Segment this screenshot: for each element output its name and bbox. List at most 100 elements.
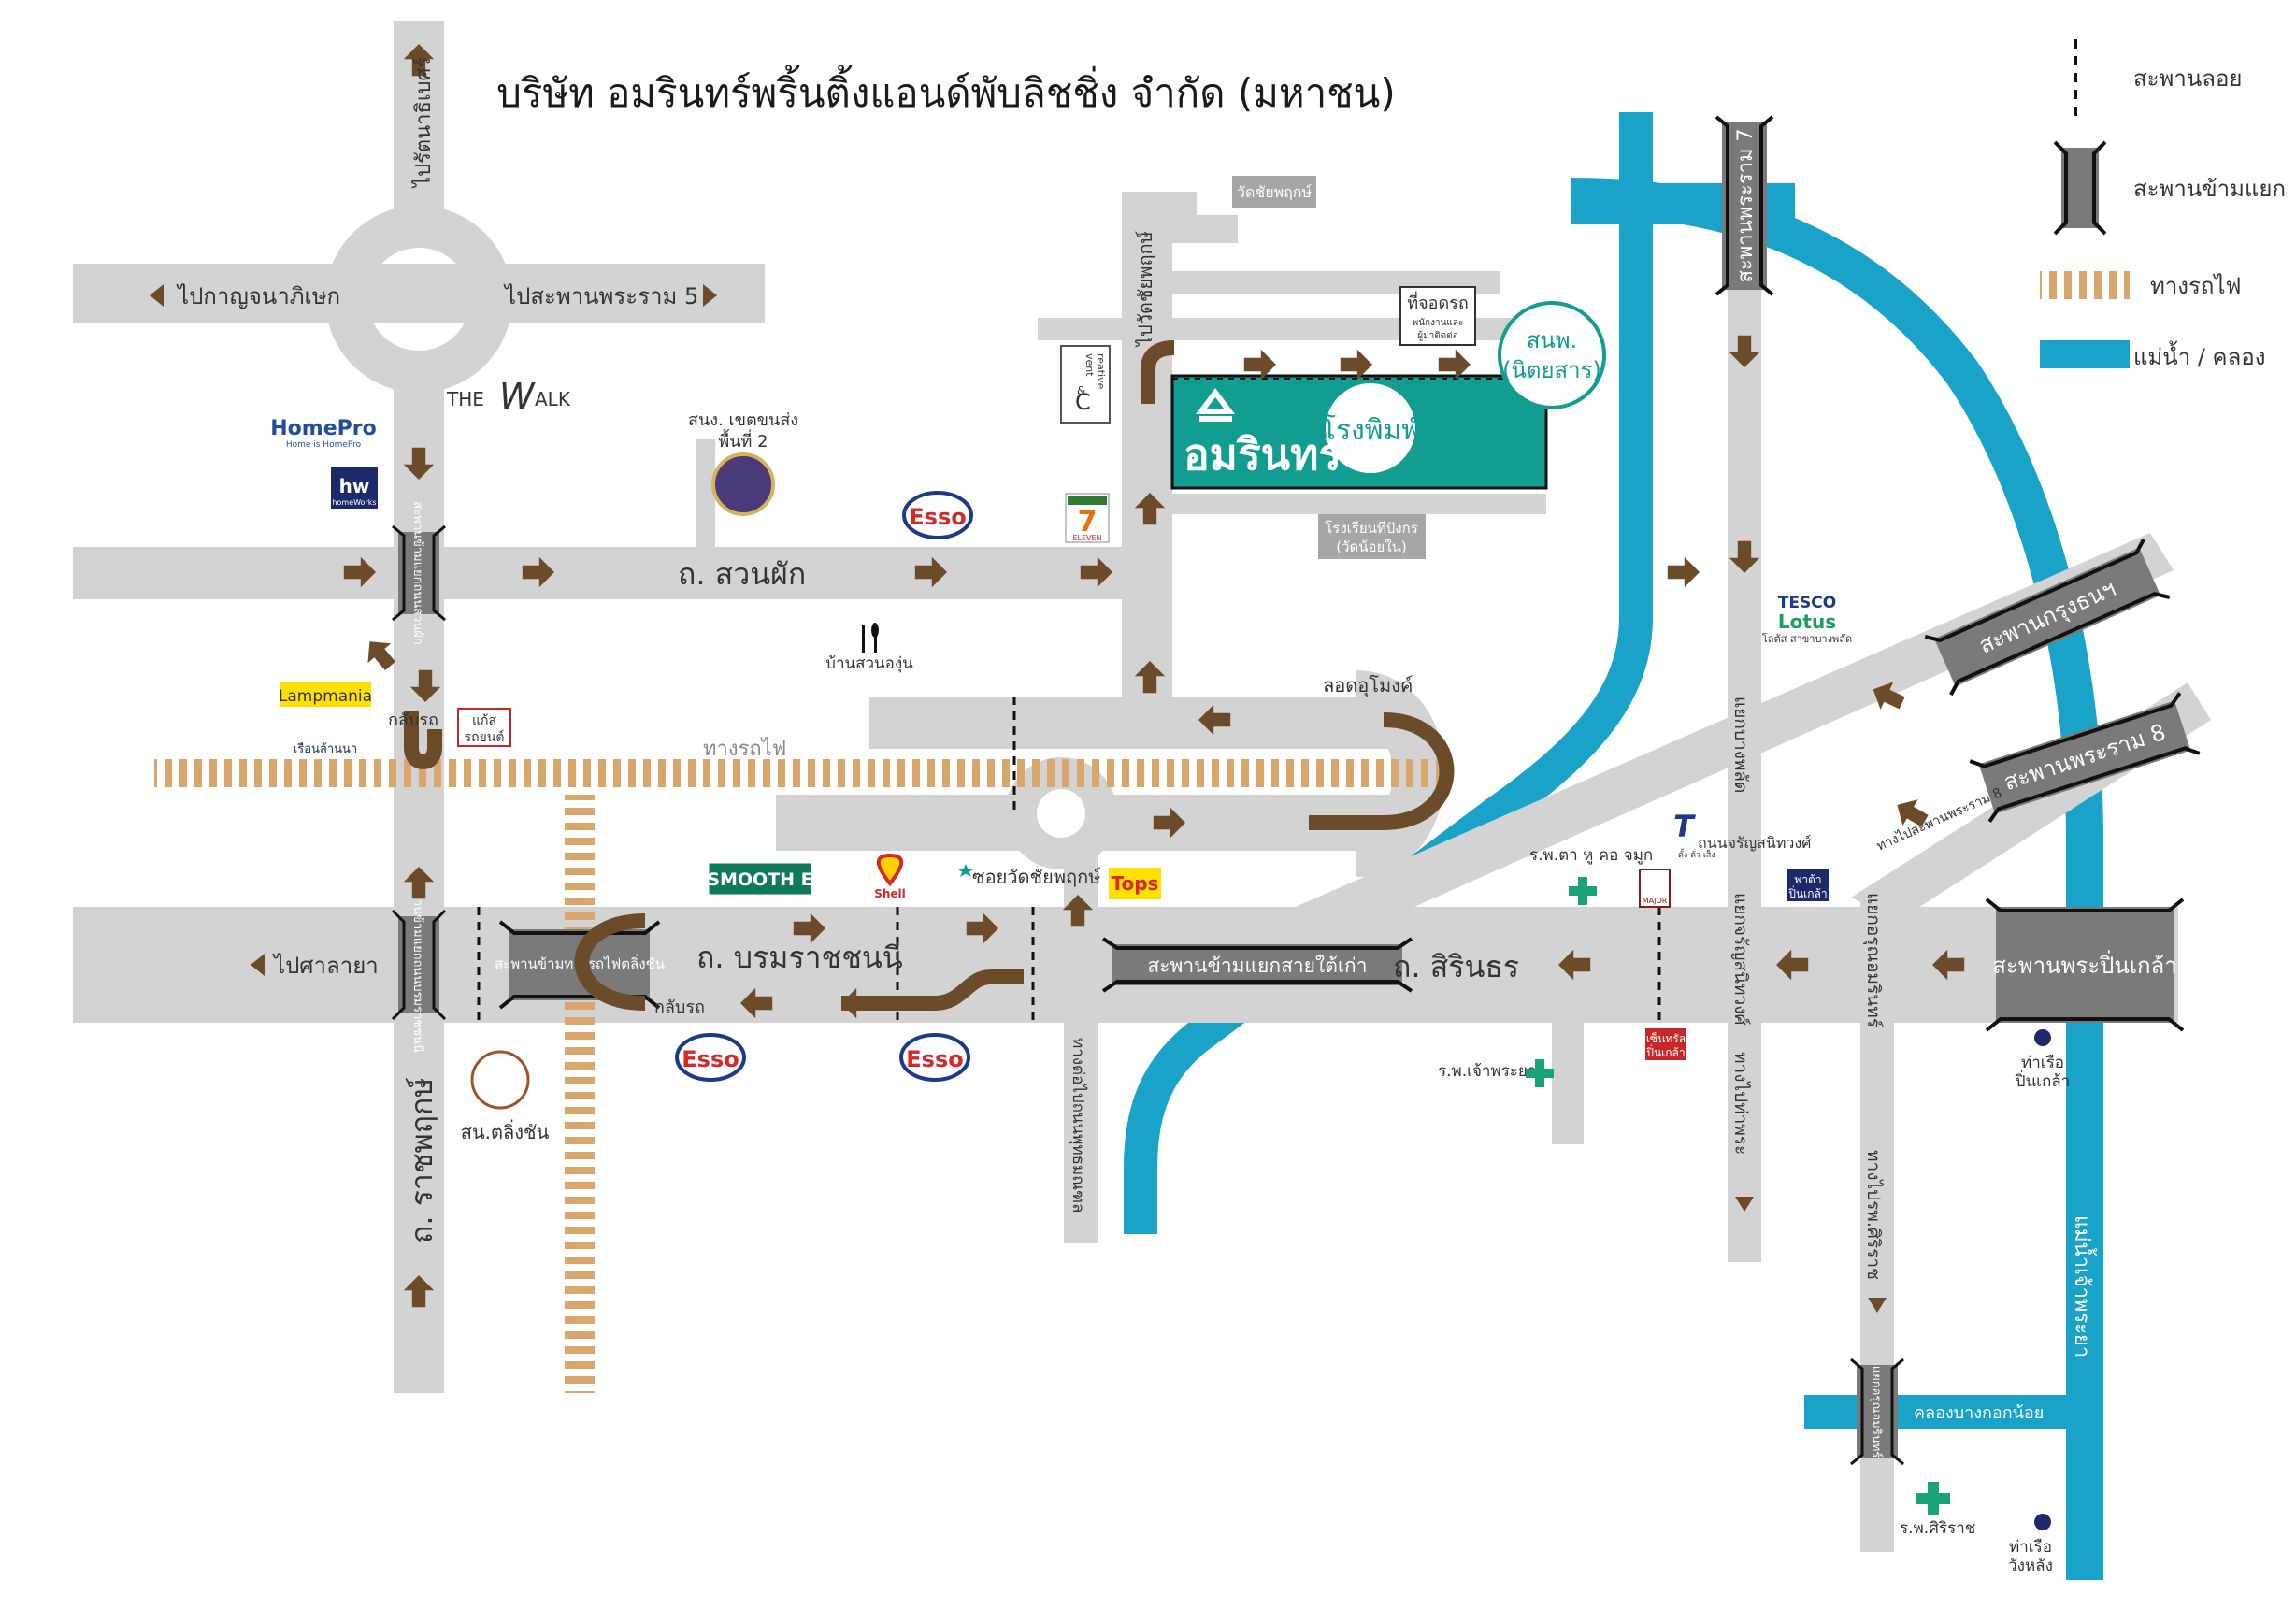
to-siriraj-label: ทางไปรพ.ศิริราช [1863,1150,1884,1280]
seven-eleven-logo: 7 [1078,506,1098,539]
creative-c-letter: C [1075,389,1091,415]
homeworks-logo: hw [339,475,370,497]
tesco-logo: TESCO [1778,594,1836,612]
district-office-label-2: พื้นที่ 2 [718,429,768,452]
siriraj-hospital-label: ร.พ.ศิริราช [1900,1519,1975,1538]
u-turn-label-1: กลับรถ [388,711,438,730]
page-title: บริษัท อมรินทร์พริ้นติ้งแอนด์พับลิชชิ่ง … [496,65,1396,116]
railway-label: ทางรถไฟ [703,737,786,761]
amarin-building: อมรินทร์ โรงพิมพ์ สนพ. (นิตยสาร) [1170,301,1606,490]
lotus-sub-label: โลตัส สาขาบางพลัด [1762,632,1852,645]
railway-vertical [565,795,595,1393]
homepro-sub: Home is HomePro [286,440,362,450]
wat-chai-box-label: วัดชัยพฤกษ์ [1237,183,1312,201]
siriraj-hospital-cross [1916,1482,1950,1515]
pata-label-1: พาต้า [1794,873,1821,886]
pier-wanglang-label-1: ท่าเรือ [2009,1538,2052,1557]
esso-logo-1: Esso [909,504,966,530]
tops-logo: Tops [1112,872,1159,895]
district-office-emblem [711,452,775,516]
to-kanchanaphisek-label: ไปกาญจนาภิเษก [176,283,340,309]
chao-phraya-river-label: แม่น้ำเจ้าพระยา [2070,1215,2097,1357]
t-logo-sub: ตั้ง ตั่ว เส็ง [1678,848,1715,860]
t-logo: T [1673,809,1696,844]
eye-ent-hospital-cross [1569,877,1597,905]
shell-logo: Shell [874,887,906,900]
nittayasarn-label-1: สนพ. [1527,327,1578,353]
khlong-bangkok-noi [1804,1395,2085,1429]
lotus-logo: Lotus [1778,610,1836,633]
legend-river: แม่น้ำ / คลอง [2133,340,2265,370]
soi-wat-chai-label: ซอยวัดชัยพฤกษ์ [972,866,1101,888]
charan-road-label: ถนนจรัญสนิทวงศ์ [1698,834,1811,852]
chaophraya-hospital-label: ร.พ.เจ้าพระยา [1438,1062,1536,1081]
major-label: MAJOR [1643,897,1668,905]
legend-railway: ทางรถไฟ [2150,273,2242,299]
central-label-1: เซ็นทรัล [1646,1031,1686,1045]
district-office-label-1: สนง. เขตขนส่ง [688,410,798,430]
school-label-2: (วัดน้อยใน) [1336,539,1407,555]
charan-junction-label: แยกจรัญสนิทวงศ์ [1730,893,1751,1026]
parking-sub-2: ผู้มาติดต่อ [1417,330,1458,341]
esso-logo-2: Esso [682,1046,739,1072]
homepro-logo: HomePro [270,417,376,440]
amarin-company-name: อมรินทร์ [1184,429,1342,480]
esso-logo-3: Esso [906,1046,963,1072]
landmark-labels: สนง. เขตขนส่ง พื้นที่ 2 บ้านสวนองุ่น แก้… [457,345,2070,1575]
bang-phlat-junction-label: แยกบางพลัด [1730,697,1751,793]
seven-eleven-sub: ELEVEN [1072,534,1101,542]
restaurant-icon [862,623,879,653]
glass-shop-label-2: รถยนต์ [465,729,505,745]
printing-house-label: โรงพิมพ์ [1321,413,1420,447]
pinklao-bridge-label: สะพานพระปิ่นเกล้า [1992,950,2176,979]
lampmania-sub: เรือนล้านนา [294,741,357,756]
glass-shop-label-1: แก้ส [472,713,497,728]
major-logo [1639,869,1671,908]
school-label-1: โรงเรียนทีปังกร [1325,520,1418,537]
pier-pinklao-label-1: ท่าเรือ [2021,1054,2064,1072]
taling-chan-emblem [470,1050,530,1110]
rama7-bridge-label: สะพานพระราม 7 [1734,129,1758,283]
ratchaphruek-north-overpass-label: สะพานข้ามแยกถนนสวนผัก [410,501,424,645]
to-ratanathibet-label: ไปรัตนาธิเบศร์ [411,57,436,189]
to-tha-phra-label: ทางไปท่าพระ [1730,1052,1751,1155]
lampmania-logo: Lampmania [279,687,372,706]
chaophraya-hospital-cross [1526,1059,1554,1087]
creative-event-logo [1060,345,1111,424]
ratchaphruek-road-label: ถ. ราชพฤกษ์ [404,1077,439,1243]
legend-floating-bridge: สะพานลอย [2133,65,2242,92]
canal-west [1124,112,1653,1234]
railway-horizontal [154,759,1444,787]
parking-title: ที่จอดรถ [1407,291,1468,313]
pier-wanglang-label-2: วังหลัง [2008,1557,2053,1575]
parking-box: ที่จอดรถ พนักงานและ ผู้มาติดต่อ [1399,286,1476,346]
borom-road-label: ถ. บรมราชชนนี [696,940,903,975]
underpass-label: ลอดอุโมงค์ [1323,674,1413,697]
creative-line-1: reative [1095,353,1107,390]
khlong-bangkok-noi-label: คลองบางกอกน้อย [1914,1403,2044,1423]
nittayasarn-label-2: (นิตยสาร) [1502,357,1601,383]
suan-phak-road-label: ถ. สวนผัก [678,556,806,592]
pier-wanglang-dot [2034,1514,2051,1530]
pier-pinklao-label-2: ปิ่นเกล้า [2015,1070,2070,1091]
to-rama5-label: ไปสะพานพระราม 5 [503,283,698,309]
arun-amarin-small-bridge-label: แยกอรุณอมรินทร์ [1869,1366,1884,1458]
brand-logos: HomePro Home is HomePro hw homeWorks THE… [270,376,1836,1082]
ratchaphruek-south-overpass-label: สะพานข้ามแยกถนนบรมราชชนนี [410,877,425,1053]
pier-pinklao-dot [2034,1029,2051,1046]
legend: สะพานลอย สะพานข้ามแยก ทางรถไฟ แม่น้ำ / ค… [2040,39,2286,370]
arun-amarin-junction-label: แยกอรุณอมรินทร์ [1862,893,1884,1027]
to-phutthamonthon-label: ทางต่อไปถนนพุทธมณฑล [1069,1038,1088,1213]
sirindhorn-road-label: ถ. สิรินธร [1393,949,1519,984]
smooth-e-logo: SMOOTH E [707,869,812,890]
route-curves [404,340,1455,1011]
central-label-2: ปิ่นเกล้า [1646,1044,1686,1059]
pata-label-2: ปิ่นเกล้า [1788,885,1828,900]
road-labels: ไปกาญจนาภิเษก ไปสะพานพระราม 5 ไปรัตนาธิเ… [150,57,2097,1423]
homeworks-sub: homeWorks [332,498,376,507]
parking-sub-1: พนักงานและ [1413,318,1464,328]
eye-ent-hospital-label: ร.พ.ตา หู คอ จมูก [1529,846,1653,865]
u-turn-label-2: กลับรถ [654,998,705,1017]
sai-tai-kao-bridge-label: สะพานข้ามแยกสายใต้เก่า [1147,955,1367,977]
